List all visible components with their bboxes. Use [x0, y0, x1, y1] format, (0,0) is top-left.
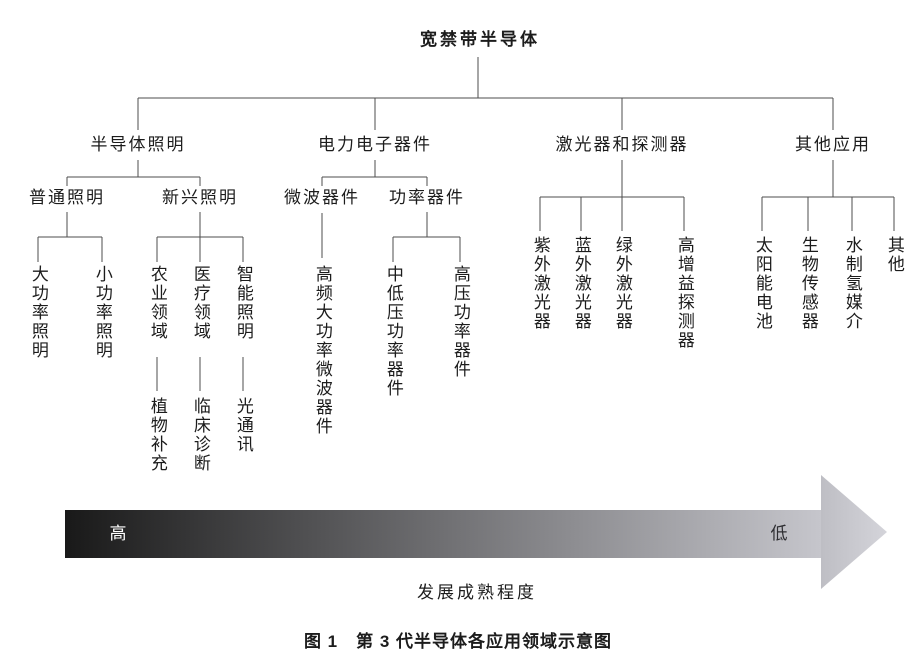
node-wide-bandgap-semiconductor: 宽禁带半导体 — [420, 30, 540, 49]
node-emerging-lighting: 新兴照明 — [162, 188, 238, 207]
node-power-devices: 功率器件 — [389, 188, 465, 207]
node-uv-laser: 紫外激光器 — [530, 236, 550, 331]
node-medical-field: 医疗领域 — [190, 265, 210, 341]
node-smart-lighting: 智能照明 — [233, 265, 253, 341]
node-lasers-detectors: 激光器和探测器 — [555, 135, 689, 154]
node-green-laser: 绿外激光器 — [612, 236, 632, 331]
maturity-arrow-body — [65, 510, 822, 558]
node-mid-low-voltage-power: 中低压功率器件 — [383, 265, 403, 398]
figure-caption: 图 1 第 3 代半导体各应用领域示意图 — [303, 632, 613, 651]
node-clinical-diagnosis: 临床诊断 — [190, 397, 210, 473]
node-other-applications: 其他应用 — [795, 135, 871, 154]
node-high-power-lighting: 大功率照明 — [28, 265, 48, 360]
node-microwave-devices: 微波器件 — [284, 188, 360, 207]
node-plant-supplement: 植物补充 — [147, 397, 167, 473]
node-power-electronics: 电力电子器件 — [318, 135, 432, 154]
node-water-hydrogen-medium: 水制氢媒介 — [842, 236, 862, 331]
node-ordinary-lighting: 普通照明 — [29, 188, 105, 207]
node-optical-communication: 光通讯 — [233, 397, 253, 454]
node-low-power-lighting: 小功率照明 — [92, 265, 112, 360]
node-solar-cell: 太阳能电池 — [752, 236, 772, 331]
maturity-low-label: 低 — [770, 524, 788, 543]
node-agriculture-field: 农业领域 — [147, 265, 167, 341]
node-others: 其他 — [884, 236, 904, 274]
node-biosensor: 生物传感器 — [798, 236, 818, 331]
node-high-gain-detector: 高增益探测器 — [674, 236, 694, 350]
maturity-axis-title: 发展成熟程度 — [417, 583, 537, 602]
node-high-voltage-power: 高压功率器件 — [450, 265, 470, 379]
node-semiconductor-lighting: 半导体照明 — [90, 135, 186, 154]
node-hf-high-power-microwave: 高频大功率微波器件 — [312, 265, 332, 436]
maturity-high-label: 高 — [109, 524, 127, 543]
node-blue-laser: 蓝外激光器 — [571, 236, 591, 331]
